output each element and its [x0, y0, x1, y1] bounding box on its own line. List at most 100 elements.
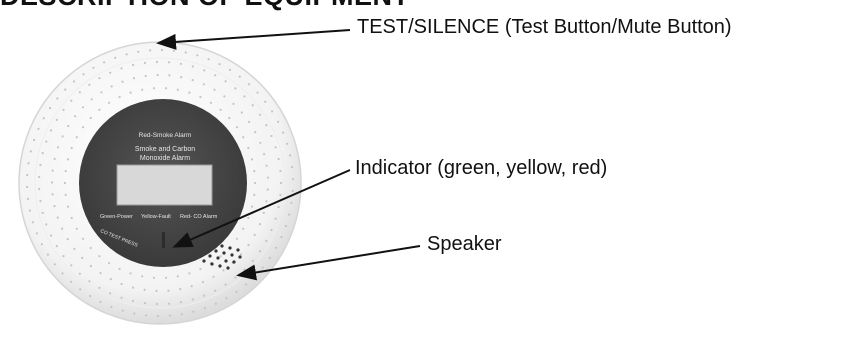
vent-hole — [121, 80, 124, 83]
vent-hole — [64, 193, 67, 196]
vent-hole — [265, 124, 268, 127]
indicator-arrow — [172, 169, 351, 248]
vent-hole — [72, 80, 76, 83]
vent-hole — [53, 263, 56, 266]
vent-hole — [132, 63, 135, 67]
vent-hole — [31, 221, 34, 224]
vent-hole — [167, 61, 171, 64]
vent-hole — [284, 224, 287, 228]
vent-hole — [243, 268, 246, 271]
vent-hole — [98, 108, 101, 111]
vent-hole — [289, 154, 292, 157]
vent-hole — [49, 129, 53, 132]
vent-hole — [109, 71, 112, 74]
vent-hole — [256, 91, 259, 94]
legend-red: Red- CO Alarm — [180, 214, 218, 220]
vent-hole — [291, 177, 294, 181]
vent-hole — [247, 243, 250, 247]
vent-hole — [61, 227, 64, 230]
vent-hole — [274, 146, 277, 149]
vent-hole — [92, 66, 95, 69]
vent-hole — [132, 77, 136, 80]
vent-hole — [37, 127, 40, 130]
vent-hole — [88, 83, 91, 86]
vent-hole — [248, 120, 251, 123]
vent-hole — [40, 243, 44, 246]
lcd-display — [116, 164, 213, 206]
vent-hole — [78, 272, 81, 275]
vent-hole — [279, 193, 282, 197]
vent-hole — [26, 197, 29, 200]
vent-hole — [28, 209, 31, 212]
vent-hole — [234, 87, 237, 90]
vent-hole — [55, 245, 58, 248]
vent-hole — [98, 77, 101, 80]
vent-hole — [219, 108, 222, 111]
vent-hole — [228, 68, 231, 71]
vent-hole — [81, 106, 85, 109]
vent-hole — [225, 297, 228, 300]
vent-hole — [167, 289, 170, 292]
vent-hole — [155, 60, 159, 64]
vent-hole — [254, 131, 257, 134]
vent-hole — [100, 91, 103, 94]
vent-hole — [279, 181, 283, 185]
vent-hole — [277, 205, 280, 209]
vent-hole — [51, 193, 54, 196]
vent-hole — [268, 256, 271, 259]
vent-hole — [266, 176, 269, 179]
vent-hole — [129, 272, 132, 275]
vent-hole — [61, 272, 64, 275]
vent-hole — [45, 223, 48, 226]
vent-hole — [168, 74, 171, 77]
vent-hole — [179, 288, 182, 291]
vent-hole — [69, 280, 73, 283]
vent-hole — [188, 91, 191, 94]
top-label: Red-Smoke Alarm — [139, 132, 192, 139]
vent-hole — [66, 238, 69, 241]
vent-hole — [137, 50, 140, 53]
vent-hole — [49, 234, 53, 237]
vent-hole — [125, 53, 128, 56]
vent-hole — [164, 87, 168, 90]
vent-hole — [90, 98, 93, 101]
vent-hole — [145, 314, 148, 317]
vent-hole — [263, 153, 266, 156]
vent-hole — [27, 162, 30, 165]
vent-hole — [98, 286, 101, 289]
vent-hole — [250, 158, 254, 161]
vent-hole — [167, 302, 171, 305]
vent-hole — [133, 312, 136, 315]
vent-hole — [35, 232, 39, 235]
vent-hole — [222, 269, 225, 272]
vent-hole — [64, 88, 67, 91]
vent-hole — [66, 205, 70, 208]
legend-yellow: Yellow-Fault — [141, 214, 171, 220]
vent-hole — [74, 115, 77, 118]
vent-hole — [56, 146, 60, 149]
vent-hole — [203, 294, 206, 297]
vent-hole — [209, 101, 212, 104]
vent-hole — [261, 266, 264, 269]
vent-hole — [155, 289, 158, 292]
vent-hole — [29, 150, 32, 153]
vent-hole — [61, 135, 64, 138]
vent-hole — [70, 99, 73, 102]
indicator-light — [162, 232, 165, 248]
vent-hole — [56, 216, 59, 219]
vent-hole — [279, 169, 282, 173]
vent-hole — [240, 111, 243, 114]
vent-hole — [180, 313, 183, 316]
vent-hole — [179, 62, 183, 65]
vent-hole — [143, 61, 147, 64]
vent-hole — [152, 276, 156, 279]
vent-hole — [82, 126, 85, 129]
vent-hole — [73, 247, 76, 250]
vent-hole — [266, 188, 269, 191]
vent-hole — [66, 158, 70, 161]
vent-hole — [53, 205, 56, 208]
vent-hole — [214, 289, 217, 292]
vent-hole — [144, 74, 147, 78]
vent-hole — [62, 255, 65, 258]
vent-hole — [164, 276, 168, 279]
